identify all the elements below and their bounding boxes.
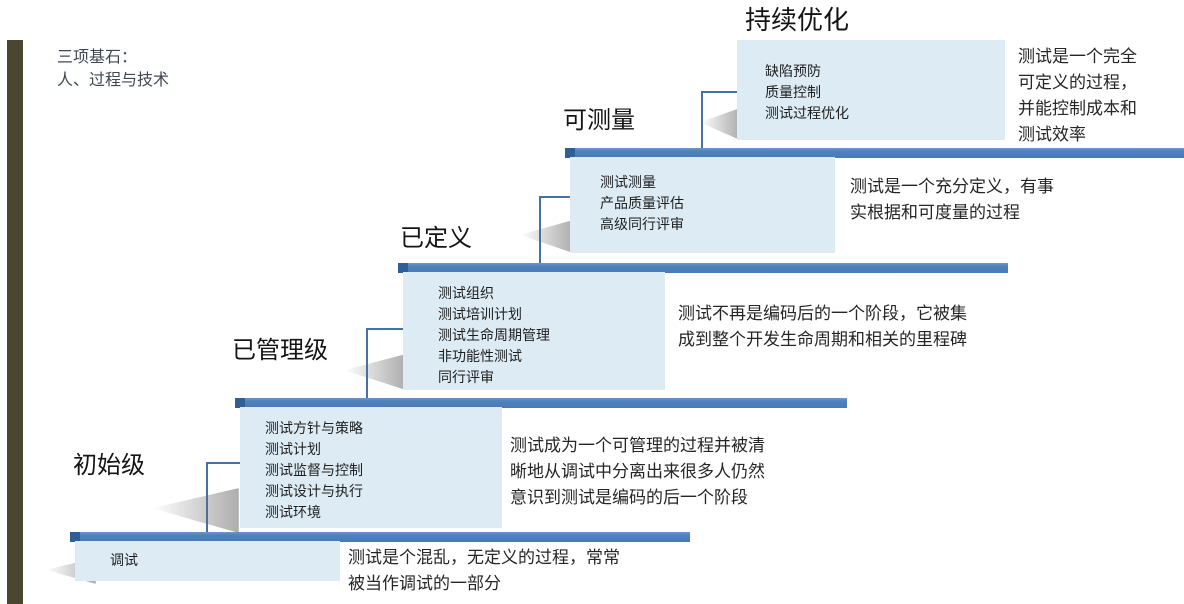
level-title: 已定义 (400, 225, 472, 252)
process-area-item: 质量控制 (765, 84, 821, 100)
level-title: 已管理级 (232, 337, 328, 364)
process-area-item: 测试方针与策略 (265, 420, 363, 436)
connector-line-horizontal (206, 462, 242, 464)
level-title: 初始级 (73, 452, 145, 479)
level-step-bar (565, 148, 1184, 158)
left-accent-bar (7, 40, 23, 604)
level-description: 测试不再是编码后的一个阶段，它被集 成到整个开发生命周期和相关的里程碑 (678, 304, 967, 349)
connector-line-horizontal (366, 328, 405, 330)
level-description: 测试成为一个可管理的过程并被清 晰地从调试中分离出来很多人仍然 意识到测试是编码… (510, 436, 765, 507)
process-area-item: 非功能性测试 (438, 348, 522, 364)
connector-line-horizontal (539, 196, 572, 198)
process-area-item: 测试计划 (265, 441, 321, 457)
level-step-bar (70, 532, 690, 542)
level-description: 测试是一个完全 可定义的过程， 并能控制成本和 测试效率 (1018, 47, 1137, 144)
process-area-item: 测试生命周期管理 (438, 327, 550, 343)
process-area-item: 缺陷预防 (765, 63, 821, 79)
process-area-item: 测试监督与控制 (265, 462, 363, 478)
level-title: 持续优化 (745, 5, 850, 35)
process-area-item: 测试测量 (600, 174, 656, 190)
cornerstones-note: 三项基石： 人、过程与技术 (57, 49, 170, 89)
process-area-item: 产品质量评估 (600, 195, 684, 211)
process-area-box: 调试 (75, 541, 340, 581)
connector-line-horizontal (701, 91, 739, 93)
shadow-wedge (700, 108, 740, 140)
process-area-box: 测试组织测试培训计划测试生命周期管理非功能性测试同行评审 (403, 272, 665, 390)
process-area-item: 测试培训计划 (438, 306, 522, 322)
connector-line-vertical (701, 91, 703, 149)
level-description: 测试是个混乱，无定义的过程，常常 被当作调试的一部分 (348, 548, 620, 593)
process-area-item: 同行评审 (438, 369, 494, 385)
level-step-bar (235, 398, 847, 408)
process-area-item: 调试 (110, 552, 138, 568)
process-area-item: 测试过程优化 (765, 105, 849, 121)
process-area-box: 测试测量产品质量评估高级同行评审 (570, 157, 835, 253)
connector-line-vertical (366, 328, 368, 399)
process-area-item: 高级同行评审 (600, 216, 684, 232)
level-title: 可测量 (563, 107, 635, 134)
process-area-box: 测试方针与策略测试计划测试监督与控制测试设计与执行测试环境 (240, 407, 502, 528)
level-step-bar (398, 263, 1008, 273)
process-area-box: 缺陷预防质量控制测试过程优化 (737, 40, 1005, 140)
level-description: 测试是一个充分定义，有事 实根据和可度量的过程 (850, 177, 1054, 222)
process-area-item: 测试组织 (438, 285, 494, 301)
process-area-item: 测试设计与执行 (265, 483, 363, 499)
process-area-item: 测试环境 (265, 504, 321, 520)
